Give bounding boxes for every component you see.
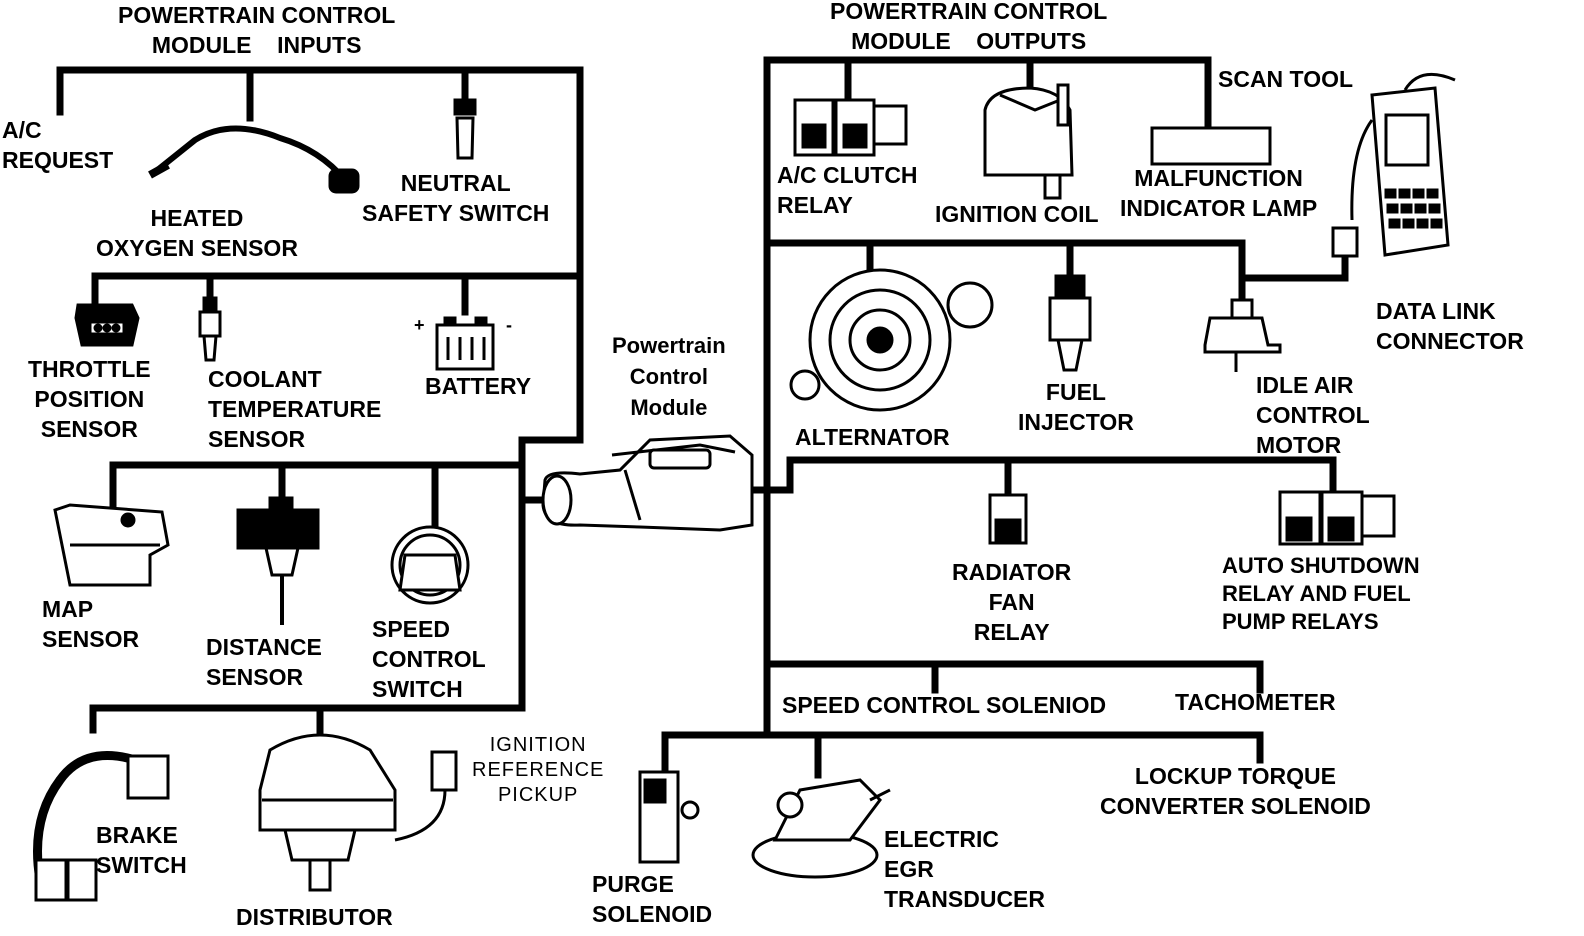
egr-transducer-drawing: [751, 778, 891, 879]
brake-switch-label: BRAKE SWITCH: [96, 822, 187, 878]
malfunction-indicator-lamp-label: MALFUNCTION INDICATOR LAMP: [1120, 165, 1318, 221]
inputs-header: POWERTRAIN CONTROL MODULE INPUTS: [118, 2, 396, 58]
electric-egr-transducer-label: ELECTRIC EGR TRANSDUCER: [884, 826, 1045, 912]
outputs-header: POWERTRAIN CONTROL MODULE OUTPUTS: [830, 0, 1108, 54]
oxygen-sensor-drawing: [148, 125, 360, 194]
asd-relays-drawing: [1278, 490, 1396, 546]
map-sensor-drawing: [53, 503, 170, 587]
radfan-relay-drawing: [988, 493, 1028, 545]
input-bus-top: [56, 66, 584, 276]
neutral-switch-drawing: [453, 98, 477, 160]
auto-shutdown-relay-label: AUTO SHUTDOWN RELAY AND FUEL PUMP RELAYS: [1222, 553, 1420, 634]
heated-oxygen-sensor-label: HEATED OXYGEN SENSOR: [96, 205, 298, 261]
output-bus-third: [786, 456, 1337, 494]
mil-lamp-drawing: [1150, 126, 1272, 166]
throttle-position-sensor-label: THROTTLE POSITION SENSOR: [28, 356, 151, 442]
idle-air-control-motor-label: IDLE AIR CONTROL MOTOR: [1256, 372, 1370, 458]
output-bus-bottom: [661, 731, 1264, 764]
iac-motor-drawing: [1203, 298, 1282, 372]
alternator-label: ALTERNATOR: [795, 424, 950, 450]
speed-control-switch-label: SPEED CONTROL SWITCH: [372, 616, 486, 702]
battery-label: BATTERY: [425, 373, 532, 399]
lockup-torque-converter-label: LOCKUP TORQUE CONVERTER SOLENOID: [1100, 763, 1371, 819]
purge-solenoid-label: PURGE SOLENOID: [592, 871, 713, 927]
brake-switch-drawing: [33, 751, 170, 902]
coolant-sensor-drawing: [198, 296, 222, 362]
input-bus-second: [91, 272, 584, 444]
output-bus-third-stub: [763, 456, 794, 494]
tachometer-label: TACHOMETER: [1175, 689, 1336, 715]
neutral-safety-switch-label: NEUTRAL SAFETY SWITCH: [362, 170, 550, 226]
distance-sensor-label: DISTANCE SENSOR: [206, 634, 322, 690]
output-bus-second: [763, 239, 1349, 282]
pcm-module-drawing: [541, 434, 754, 532]
fuel-injector-label: FUEL INJECTOR: [1018, 379, 1134, 435]
battery-drawing: [435, 316, 495, 371]
ignition-coil-drawing: [983, 83, 1074, 200]
scan-tool-label: SCAN TOOL: [1218, 66, 1354, 92]
speed-switch-drawing: [390, 525, 470, 605]
distributor-label: DISTRIBUTOR: [236, 904, 393, 930]
ignition-reference-pickup-label: IGNITION REFERENCE PICKUP: [472, 734, 605, 806]
ac-relay-drawing: [793, 98, 908, 157]
purge-solenoid-drawing: [638, 770, 700, 864]
map-sensor-label: MAP SENSOR: [42, 596, 140, 652]
battery-plus-label: +: [414, 315, 425, 335]
distance-sensor-drawing: [236, 496, 320, 625]
throttle-sensor-drawing: [74, 303, 140, 347]
data-link-connector-label: DATA LINK CONNECTOR: [1376, 298, 1524, 354]
speed-control-solenoid-label: SPEED CONTROL SOLENIOD: [782, 692, 1107, 718]
coolant-temperature-sensor-label: COOLANT TEMPERATURE SENSOR: [208, 366, 382, 452]
ignition-coil-label: IGNITION COIL: [935, 201, 1099, 227]
pcm-label: Powertrain Control Module: [612, 333, 726, 420]
output-bus-top: [763, 56, 1212, 132]
radiator-fan-relay-label: RADIATOR FAN RELAY: [952, 559, 1072, 645]
fuel-injector-drawing: [1048, 274, 1092, 372]
alternator-drawing: [789, 268, 994, 412]
output-bus-fourth: [763, 660, 1264, 694]
ac-clutch-relay-label: A/C CLUTCH RELAY: [777, 162, 918, 218]
scan-tool-drawing: [1331, 72, 1456, 258]
distributor-drawing: [258, 733, 458, 892]
ac-request-label: A/C REQUEST: [2, 117, 114, 173]
battery-minus-label: -: [506, 315, 512, 335]
